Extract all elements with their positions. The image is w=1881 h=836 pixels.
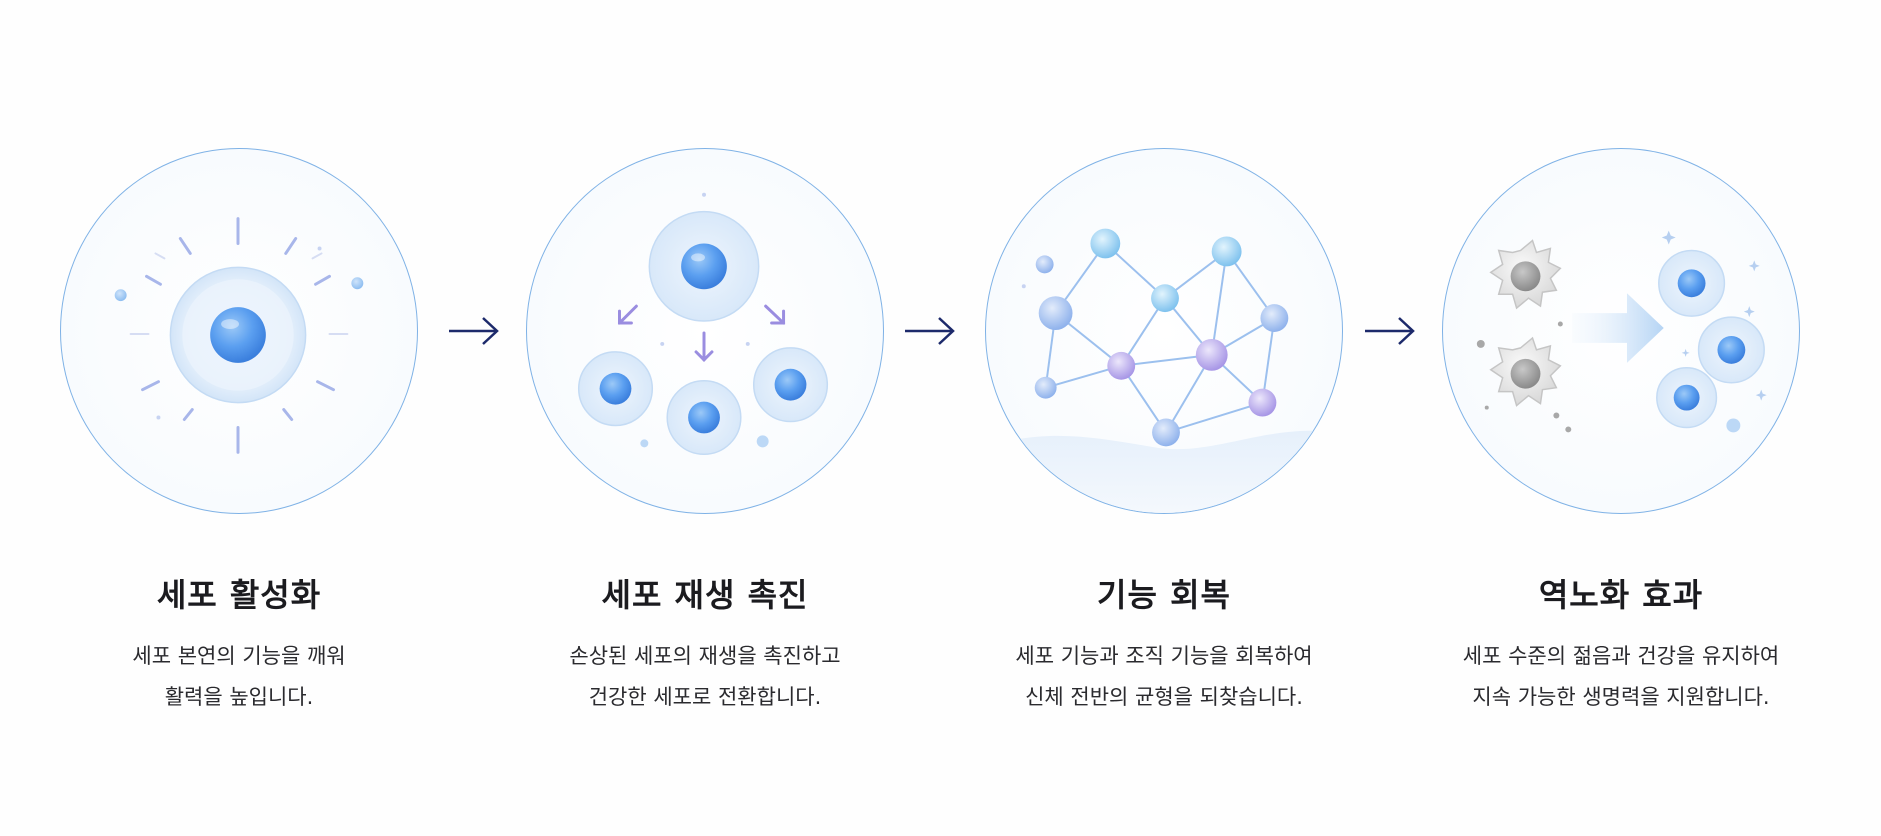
network-links <box>1044 242 1276 434</box>
step-1-desc-line1: 세포 본연의 기능을 깨워 <box>132 644 346 668</box>
step-3-desc-line1: 세포 기능과 조직 기능을 회복하여 <box>1015 644 1313 668</box>
rejuvenation-illustration <box>1476 230 1767 433</box>
step-4-description: 세포 수준의 젊음과 건강을 유지하여 지속 가능한 생명력을 지원합니다. <box>1401 636 1841 718</box>
radiant-cell-illustration <box>114 217 364 454</box>
step-1-title: 세포 활성화 <box>156 576 322 614</box>
step-3-desc-line2: 신체 전반의 균형을 되찾습니다. <box>1025 685 1303 709</box>
dividing-cells-icon <box>526 148 884 514</box>
step-4-title: 역노화 효과 <box>1538 576 1704 614</box>
step-2-desc-line2: 건강한 세포로 전환합니다. <box>588 685 822 709</box>
step-2-title: 세포 재생 촉진 <box>601 576 809 614</box>
step-1-description: 세포 본연의 기능을 깨워 활력을 높입니다. <box>19 636 459 718</box>
radiant-rays <box>141 217 335 454</box>
radiant-cell-icon <box>60 148 418 514</box>
step-3-description: 세포 기능과 조직 기능을 회복하여 신체 전반의 균형을 되찾습니다. <box>944 636 1384 718</box>
cell-network-icon <box>985 148 1343 514</box>
step-2-description: 손상된 세포의 재생을 촉진하고 건강한 세포로 전환합니다. <box>485 636 925 718</box>
cell-network-illustration <box>986 228 1342 513</box>
arrow-right-icon <box>905 317 955 345</box>
rejuvenation-icon <box>1442 148 1800 514</box>
arrow-right-icon <box>1365 317 1415 345</box>
transition-arrow <box>1572 293 1664 363</box>
step-1-desc-line2: 활력을 높입니다. <box>164 685 314 709</box>
dividing-cells-illustration <box>577 192 829 456</box>
step-4-desc-line2: 지속 가능한 생명력을 지원합니다. <box>1472 685 1770 709</box>
division-arrows <box>617 304 786 362</box>
step-2-desc-line1: 손상된 세포의 재생을 촉진하고 <box>569 644 841 668</box>
step-4-desc-line1: 세포 수준의 젊음과 건강을 유지하여 <box>1462 644 1780 668</box>
step-3-title: 기능 회복 <box>1097 576 1231 614</box>
arrow-right-icon <box>449 317 499 345</box>
